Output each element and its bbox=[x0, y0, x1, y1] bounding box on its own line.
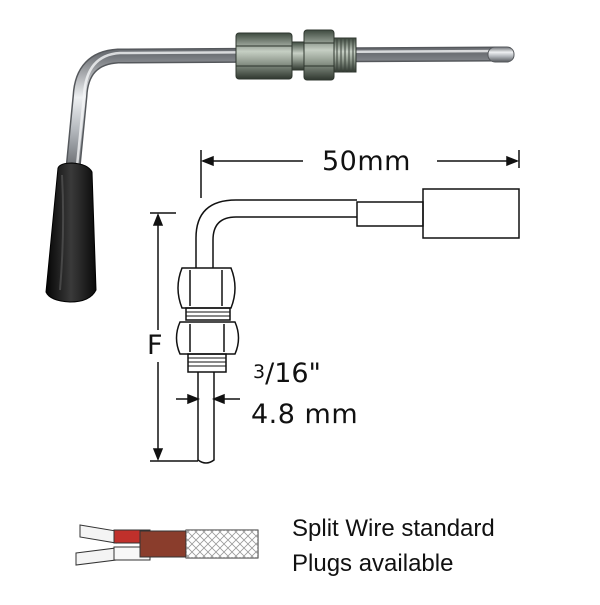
drawing-probe-outline bbox=[195, 199, 357, 268]
drawing-handle bbox=[422, 188, 520, 239]
drawing-fitting bbox=[175, 267, 240, 373]
compression-fitting bbox=[235, 29, 357, 81]
diameter-mm-label: 4.8 mm bbox=[251, 399, 359, 430]
width-dimension-label: 50mm bbox=[322, 146, 411, 177]
technical-drawing bbox=[150, 150, 520, 464]
diameter-inch-denominator: /16" bbox=[265, 358, 321, 389]
split-wire-illustration bbox=[75, 524, 259, 566]
probe-tip bbox=[487, 46, 515, 63]
probe-photo bbox=[45, 29, 515, 303]
split-wire-note: Split Wire standard bbox=[292, 515, 495, 542]
drawing-transition bbox=[356, 201, 424, 227]
plugs-note: Plugs available bbox=[292, 550, 454, 577]
height-dimension-label: F bbox=[147, 330, 163, 361]
black-sleeve bbox=[45, 162, 97, 303]
diameter-inch-label: 3/16" bbox=[253, 358, 321, 389]
drawing-stem bbox=[197, 372, 215, 464]
diameter-inch-numerator: 3 bbox=[253, 361, 266, 383]
